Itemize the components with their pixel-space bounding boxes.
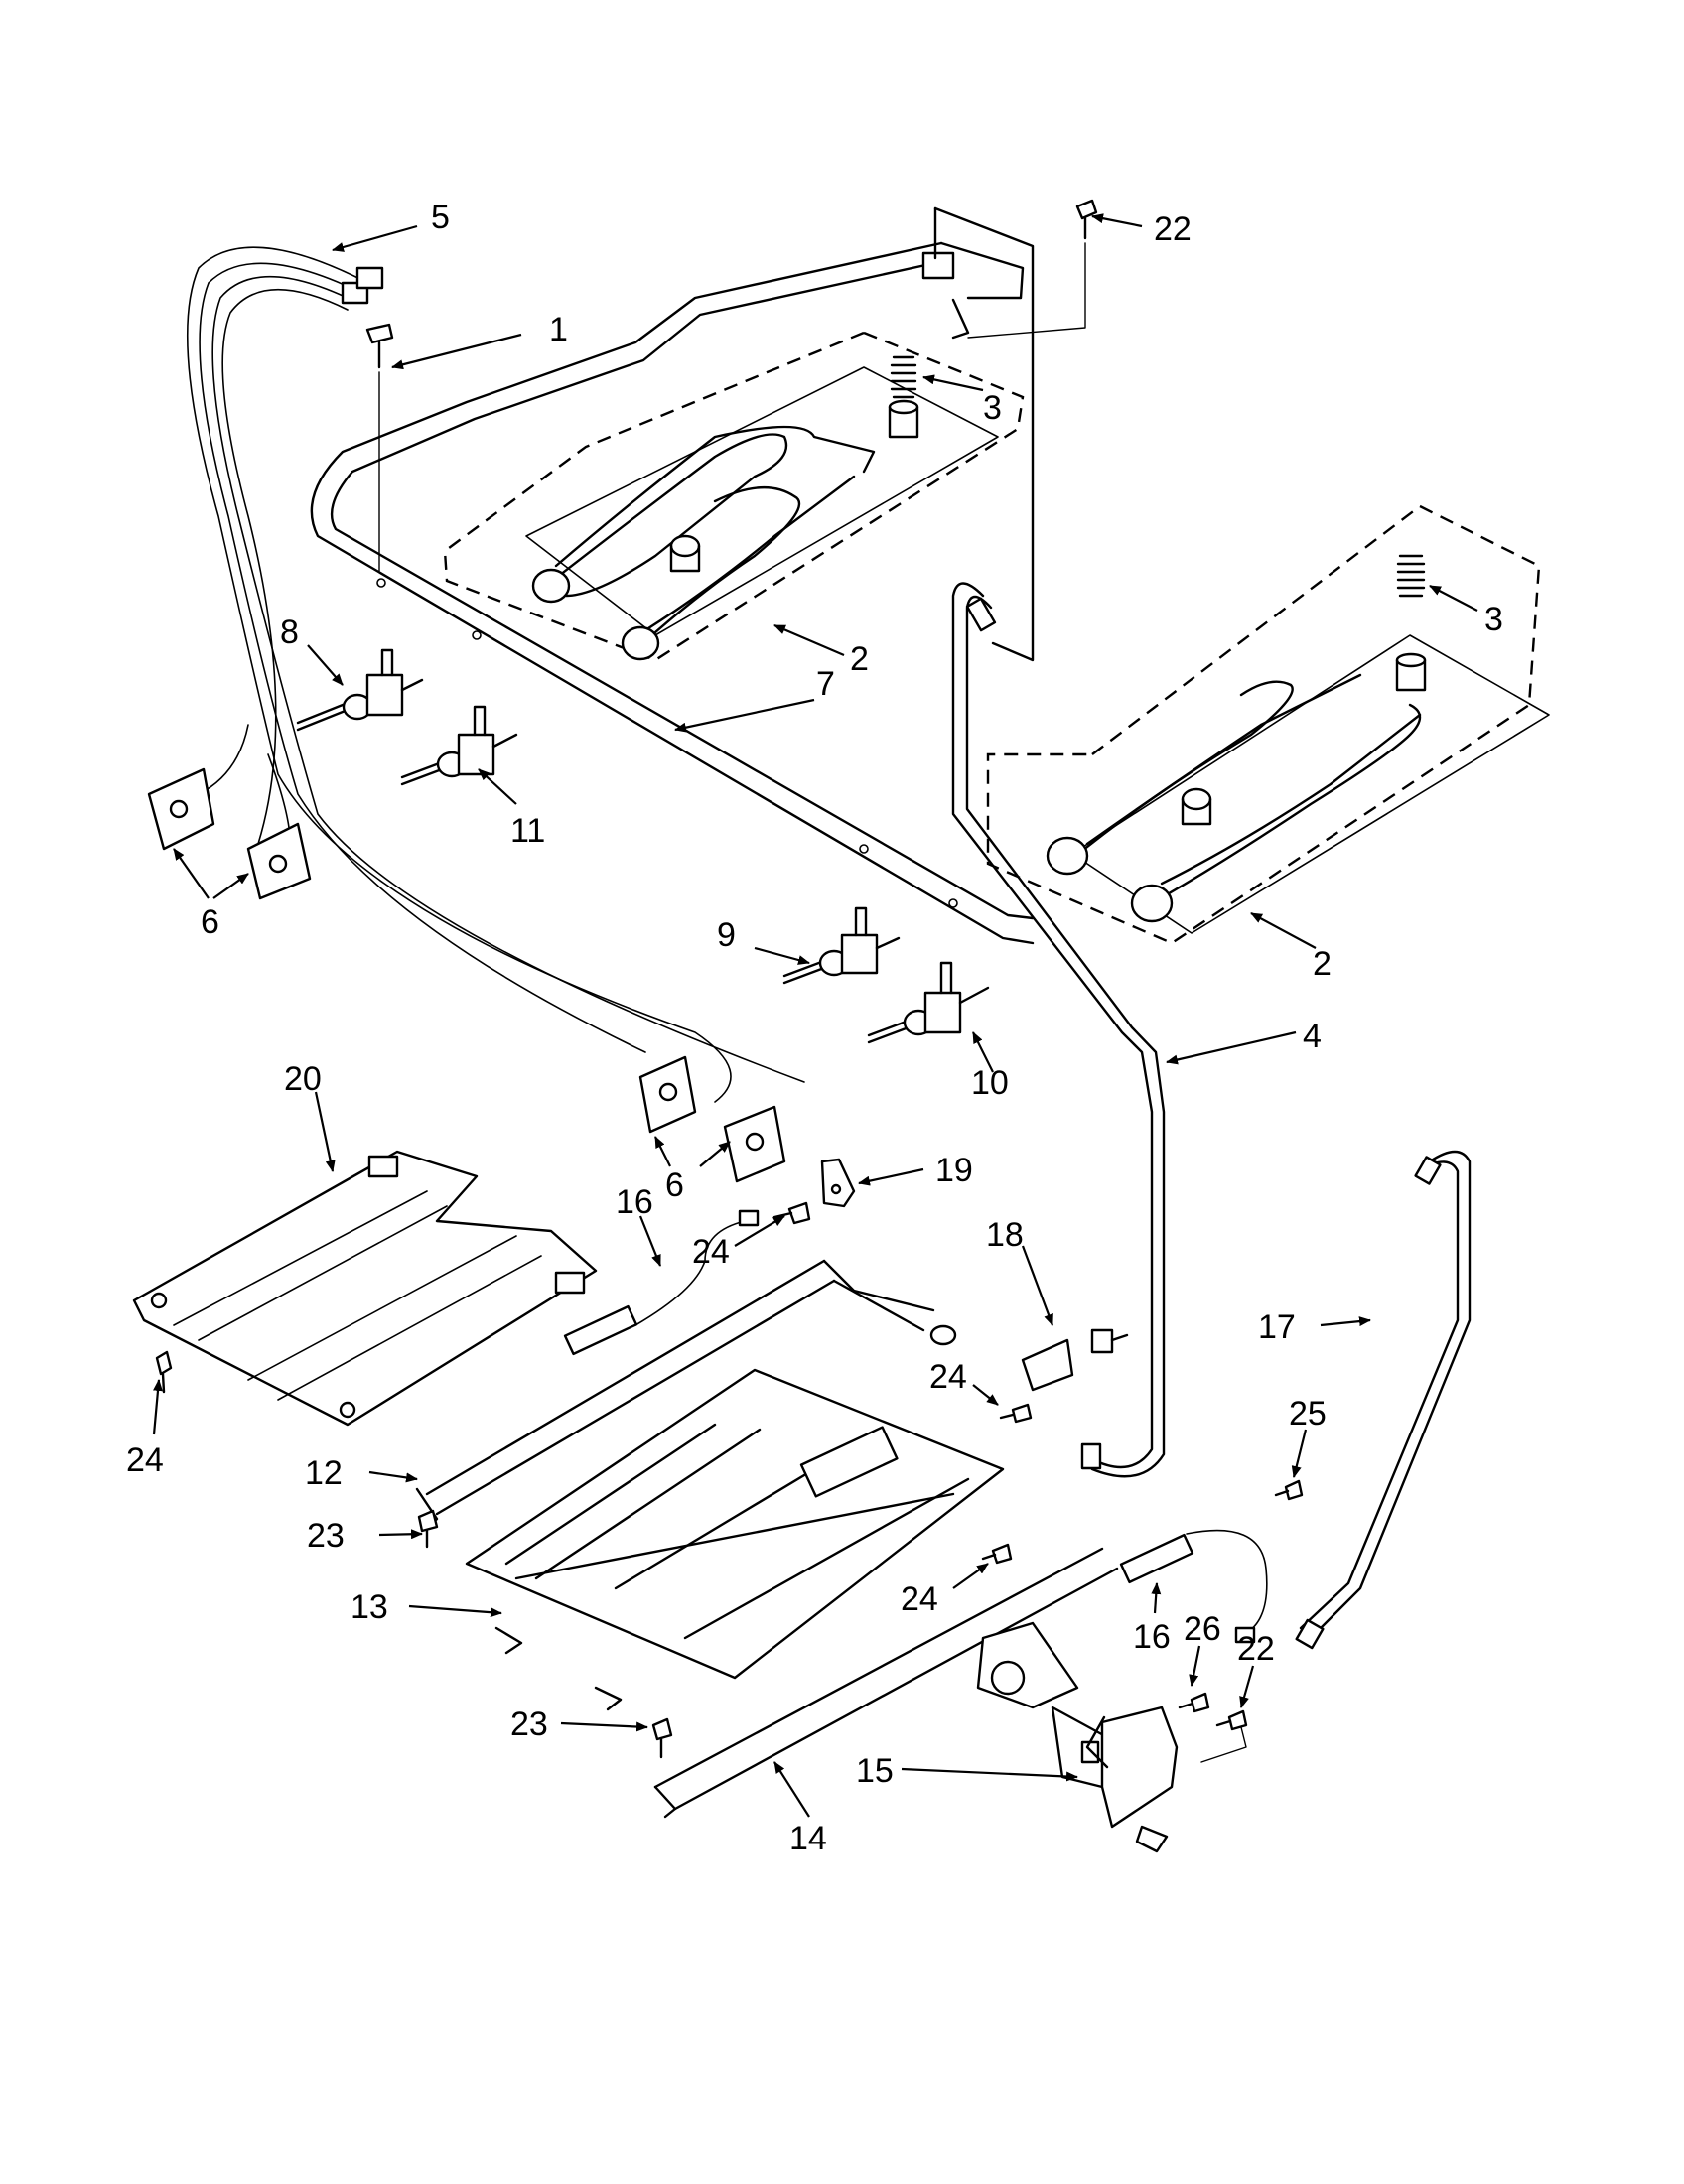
callout-22-top: 22 <box>1154 210 1192 248</box>
burner-tube-14 <box>653 1547 1119 1819</box>
orifice-fitting-18 <box>1021 1328 1129 1392</box>
heat-shield-20 <box>132 1150 598 1427</box>
callout-9: 9 <box>717 916 736 954</box>
callout-16-lower: 16 <box>1133 1618 1171 1656</box>
callout-5: 5 <box>431 199 450 236</box>
callout-6-right: 6 <box>665 1166 684 1204</box>
callout-25: 25 <box>1289 1395 1327 1433</box>
callout-16-upper: 16 <box>616 1183 653 1221</box>
screw-24-mid <box>772 1201 811 1225</box>
manifold-pipe <box>310 241 1035 945</box>
callout-26: 26 <box>1184 1610 1221 1648</box>
left-burner-group <box>443 331 1025 662</box>
bake-burner-panel <box>465 1368 1005 1711</box>
screw-23-upper <box>417 1509 439 1549</box>
screw-24-left <box>155 1350 173 1394</box>
gas-tube-17 <box>1295 1150 1472 1650</box>
rear-bracket <box>933 206 1035 662</box>
callout-23-lower: 23 <box>510 1706 548 1743</box>
valve-10 <box>867 961 990 1044</box>
callout-labels: 5 1 22 3 3 2 2 7 8 11 9 10 4 6 6 19 18 2… <box>126 199 1503 1857</box>
screw-26 <box>1178 1692 1210 1713</box>
callout-1: 1 <box>549 311 568 348</box>
screw-1 <box>365 323 394 572</box>
callout-10: 10 <box>971 1064 1009 1102</box>
callout-4: 4 <box>1303 1018 1322 1055</box>
gas-tube-4 <box>951 582 1166 1478</box>
screw-25 <box>1274 1479 1304 1501</box>
callout-18: 18 <box>986 1216 1024 1254</box>
callout-7: 7 <box>816 665 835 703</box>
broil-burner-12 <box>415 1259 957 1531</box>
callout-11: 11 <box>510 812 545 850</box>
valve-11 <box>400 705 518 786</box>
screw-24-lower <box>981 1543 1013 1565</box>
callout-2-right: 2 <box>1313 945 1332 983</box>
callout-3-right: 3 <box>1484 601 1503 638</box>
callout-15: 15 <box>856 1752 894 1790</box>
callout-8: 8 <box>280 614 299 651</box>
callout-24-mid: 24 <box>692 1233 730 1271</box>
callout-6-left: 6 <box>201 903 219 941</box>
spark-ignitor-16-upper <box>563 1209 760 1356</box>
callout-3-left: 3 <box>983 389 1002 427</box>
callout-12: 12 <box>305 1454 343 1492</box>
valve-8 <box>296 648 424 732</box>
igniter-bracket-right-1 <box>638 1055 697 1134</box>
callout-24-lower: 24 <box>901 1580 938 1618</box>
spark-ignitor-16-lower <box>1119 1529 1268 1644</box>
callout-20: 20 <box>284 1060 322 1098</box>
right-burner-group <box>986 504 1550 945</box>
screw-22-lower <box>1200 1709 1248 1763</box>
callout-2-left: 2 <box>850 640 869 678</box>
callout-arrows <box>152 213 1478 1818</box>
callout-24-left: 24 <box>126 1441 164 1479</box>
igniter-bracket-left-1 <box>147 767 215 851</box>
igniter-bracket-left-2 <box>246 822 312 900</box>
callout-23-upper: 23 <box>307 1517 345 1555</box>
igniter-bracket-right-2 <box>723 1105 786 1183</box>
ignition-wire-harness <box>186 246 805 1103</box>
valve-9 <box>782 906 901 985</box>
bracket-19 <box>820 1158 856 1208</box>
callout-19: 19 <box>935 1152 973 1189</box>
regulator-15 <box>976 1621 1179 1853</box>
callout-14: 14 <box>789 1820 827 1857</box>
callout-22-lower: 22 <box>1237 1630 1275 1668</box>
screw-23-lower <box>651 1717 673 1759</box>
screw-24-right <box>999 1403 1033 1424</box>
callout-17: 17 <box>1258 1308 1296 1346</box>
callout-13: 13 <box>351 1588 388 1626</box>
callout-24-right: 24 <box>929 1358 967 1396</box>
